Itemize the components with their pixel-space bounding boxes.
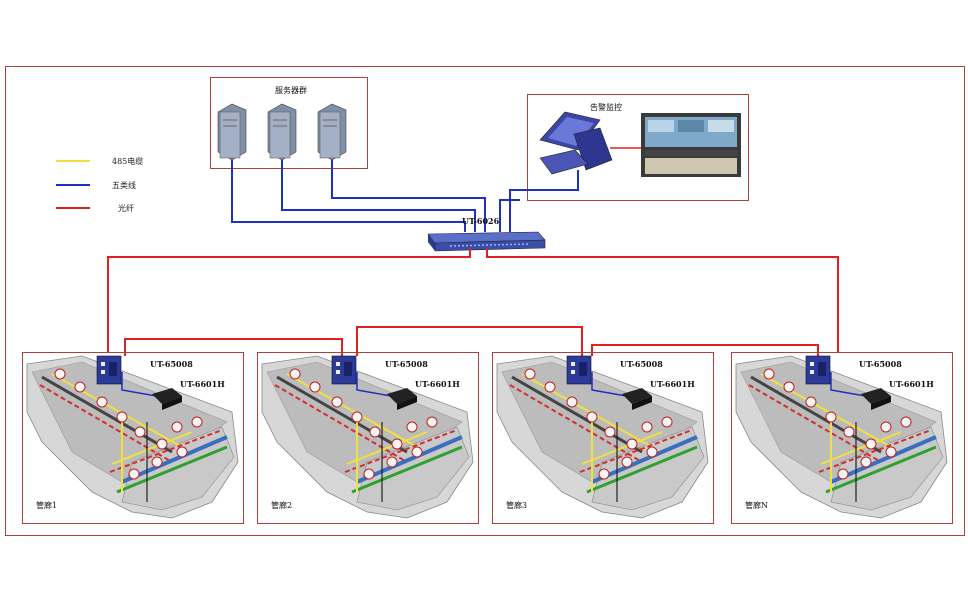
zone-name: 管廊N	[745, 501, 768, 510]
legend-label-cat5: 五类线	[112, 181, 136, 190]
zone-panel	[22, 352, 244, 524]
zone-converter-label: UT-6601H	[650, 379, 695, 389]
fiber-ring	[591, 344, 819, 356]
core-switch-label: UT-6026	[462, 216, 500, 226]
fiber-ring	[356, 326, 583, 356]
fiber-ring	[124, 338, 343, 356]
fiber-backbone	[486, 248, 839, 352]
fiber-backbone	[107, 248, 471, 352]
zone-panel	[731, 352, 953, 524]
server-icon	[317, 103, 347, 161]
zone-panel	[257, 352, 479, 524]
zone-switch-label: UT-65008	[385, 359, 428, 369]
zone-switch-label: UT-65008	[859, 359, 902, 369]
zone-switch-label: UT-65008	[150, 359, 193, 369]
zone-name: 管廊1	[36, 501, 58, 510]
zone-converter-label: UT-6601H	[180, 379, 225, 389]
zone-switch-label: UT-65008	[620, 359, 663, 369]
workstation-cable	[499, 199, 520, 232]
server-group-box	[210, 77, 368, 169]
server-icon	[217, 103, 247, 161]
tunnel-illustration	[496, 355, 709, 519]
video-wall-icon	[641, 113, 741, 177]
legend-label-485: 485电缆	[112, 157, 144, 166]
zone-name: 管廊2	[271, 501, 293, 510]
zone-panel	[492, 352, 714, 524]
workstation-cable	[509, 170, 579, 232]
legend-label-fiber: 光纤	[118, 204, 134, 213]
alarm-monitor-title: 告警监控	[590, 103, 622, 112]
zone-name: 管廊3	[506, 501, 528, 510]
tunnel-illustration	[261, 355, 474, 519]
core-switch-icon	[427, 231, 546, 252]
server-group-title: 服务器群	[275, 86, 307, 95]
zone-converter-label: UT-6601H	[415, 379, 460, 389]
zone-converter-label: UT-6601H	[889, 379, 934, 389]
server-cable	[231, 160, 466, 232]
server-cable	[331, 160, 486, 232]
tunnel-illustration	[26, 355, 239, 519]
server-icon	[267, 103, 297, 161]
tunnel-illustration	[735, 355, 948, 519]
server-cable	[281, 160, 476, 232]
workstation-icon	[539, 111, 613, 175]
alarm-monitor-box	[527, 94, 749, 201]
outer-frame	[5, 66, 965, 536]
